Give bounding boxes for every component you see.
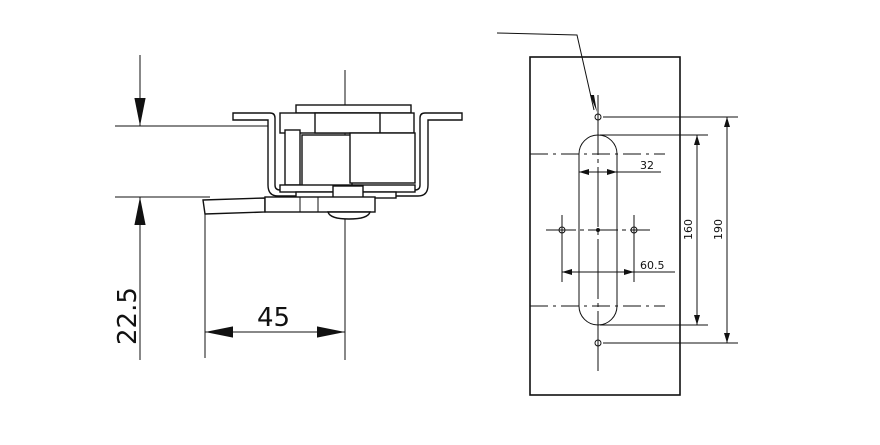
mounting-plate	[529, 56, 681, 396]
latch-mechanism	[202, 104, 463, 220]
top-hole	[594, 113, 602, 121]
leader-line	[496, 32, 595, 111]
plate-view: 32 60.5 160 190	[496, 32, 738, 396]
side-view: 22.5 45	[113, 55, 463, 360]
center-point	[596, 228, 600, 232]
slot-length-dim-label: 160	[682, 219, 695, 240]
hole-spacing-dim-label: 60.5	[640, 259, 665, 272]
bottom-hole	[594, 339, 602, 347]
slot-width-dim-label: 32	[640, 159, 654, 172]
hole-pitch-dim-label: 190	[712, 219, 725, 240]
height-dim-label: 22.5	[113, 287, 143, 345]
width-dim-label: 45	[257, 303, 290, 333]
